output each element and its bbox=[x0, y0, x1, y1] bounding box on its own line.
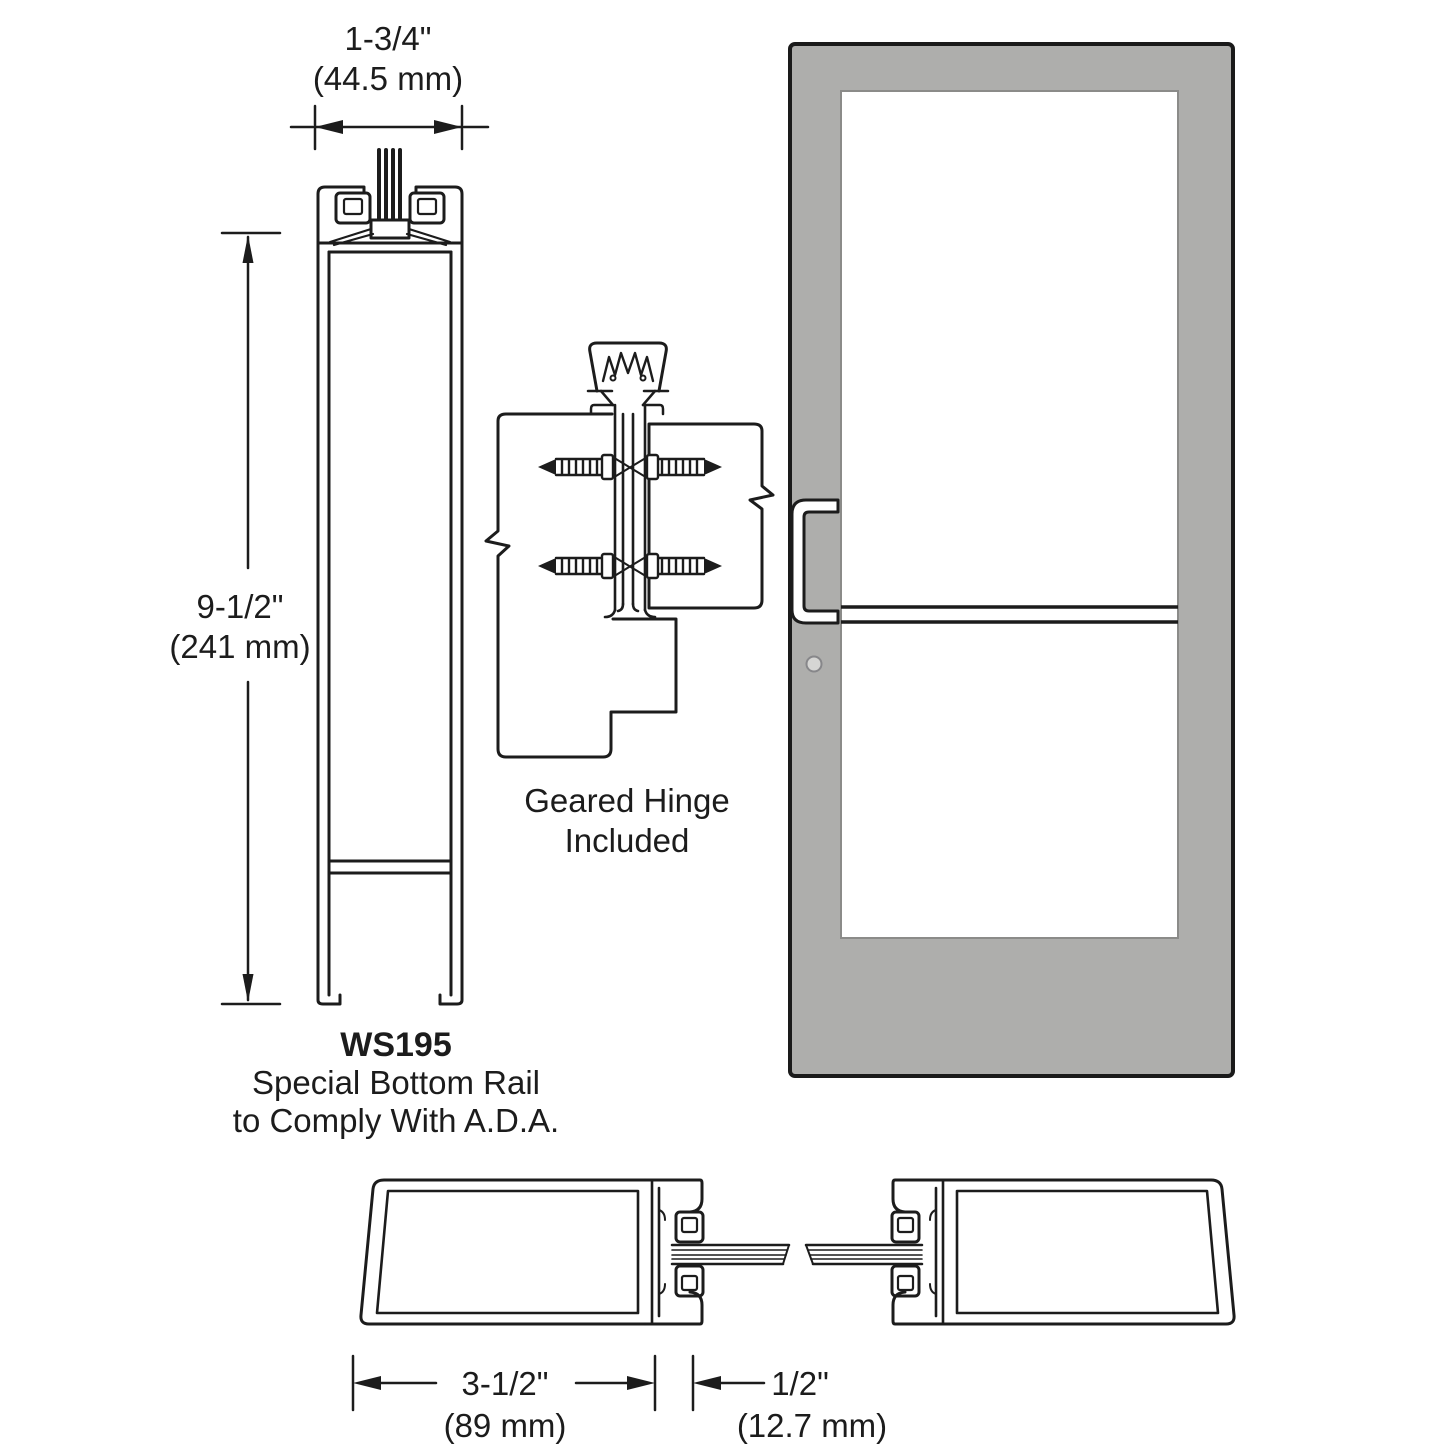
gasket-wedges bbox=[328, 227, 452, 247]
height-dimension bbox=[220, 231, 282, 1006]
hinge-neck bbox=[599, 389, 657, 407]
rail-left-wall bbox=[316, 241, 342, 1006]
rail-height-metric: (241 mm) bbox=[169, 628, 310, 665]
screw-tip bbox=[704, 459, 722, 475]
gasket-block bbox=[674, 1264, 705, 1298]
channel-feet bbox=[603, 602, 657, 619]
arrow-right bbox=[434, 120, 462, 134]
gap-imperial: 1/2" bbox=[771, 1365, 829, 1402]
stile-width-metric: (89 mm) bbox=[444, 1407, 567, 1444]
glass-left-laminations bbox=[671, 1249, 788, 1260]
pocket-left-cap bbox=[316, 185, 366, 245]
door-pull-handle bbox=[790, 498, 840, 625]
hinge-left-leaf bbox=[484, 412, 678, 759]
channel-top-cap bbox=[644, 1178, 704, 1214]
right-stile bbox=[890, 1178, 1236, 1326]
arrow-left bbox=[353, 1376, 381, 1390]
hinge-label-line1: Geared Hinge bbox=[524, 782, 729, 819]
pocket-right-cap bbox=[414, 185, 464, 245]
arrow-right bbox=[627, 1376, 655, 1390]
arrow-left-gap bbox=[693, 1376, 721, 1390]
stile-outer bbox=[947, 1178, 1236, 1326]
wall-hooks bbox=[658, 1209, 666, 1295]
line-art-root bbox=[220, 104, 1236, 1412]
gasket-block bbox=[674, 1210, 705, 1244]
stile-section bbox=[351, 1178, 1236, 1412]
setting-block bbox=[369, 218, 411, 240]
screw-shaft bbox=[554, 457, 606, 477]
hinge-channel bbox=[603, 403, 657, 619]
stile-outer bbox=[359, 1178, 648, 1326]
screw-collar bbox=[645, 453, 660, 481]
rail-body bbox=[316, 241, 464, 1006]
channel-walls bbox=[613, 403, 647, 612]
glazing-clamp-right bbox=[408, 191, 446, 225]
channel-cross-marks bbox=[615, 458, 645, 576]
gap-metric: (12.7 mm) bbox=[737, 1407, 887, 1444]
screw-tip bbox=[704, 558, 722, 574]
glass-right-laminations bbox=[807, 1249, 923, 1260]
gasket-detail bbox=[896, 1274, 915, 1292]
rail-width-metric: (44.5 mm) bbox=[313, 60, 463, 97]
channel-wall bbox=[934, 1179, 945, 1325]
stile-dimensions bbox=[351, 1354, 766, 1412]
gasket-detail bbox=[896, 1216, 915, 1234]
screw-tip bbox=[538, 459, 556, 475]
hinge-right-leaf bbox=[647, 422, 775, 610]
arrow-down bbox=[242, 974, 254, 1002]
screw-collar bbox=[645, 552, 660, 580]
screw-tip bbox=[538, 558, 556, 574]
glazing-clamp-left bbox=[334, 191, 372, 225]
gasket-detail bbox=[680, 1274, 699, 1292]
glazing-pocket bbox=[316, 185, 464, 247]
part-note-line2: to Comply With A.D.A. bbox=[233, 1102, 559, 1139]
clamp-detail bbox=[416, 197, 438, 216]
left-stile bbox=[359, 1178, 705, 1326]
screw-shaft bbox=[654, 556, 706, 576]
lock-cylinder bbox=[805, 655, 823, 673]
gasket-detail bbox=[680, 1216, 699, 1234]
arrow-up bbox=[242, 235, 254, 263]
gear-pin bbox=[639, 374, 647, 382]
stile-inner bbox=[375, 1189, 640, 1315]
gasket-block bbox=[890, 1210, 921, 1244]
glass-break-edge bbox=[782, 1244, 790, 1265]
glass-left-faces bbox=[670, 1243, 791, 1266]
screw-collar bbox=[600, 552, 615, 580]
width-dimension bbox=[289, 104, 490, 151]
screw-shaft bbox=[554, 556, 606, 576]
stile-width-imperial: 3-1/2" bbox=[462, 1365, 549, 1402]
glass-horizontal bbox=[670, 1243, 924, 1266]
stile-inner bbox=[955, 1189, 1220, 1315]
bottom-rail-section bbox=[220, 104, 490, 1006]
channel-bottom-cap bbox=[644, 1290, 704, 1326]
glass-vertical bbox=[377, 148, 402, 230]
gear-pin bbox=[609, 374, 617, 382]
rail-height-imperial: 9-1/2" bbox=[197, 588, 284, 625]
hinge-screws bbox=[538, 453, 722, 580]
hinge-flanges bbox=[589, 403, 665, 416]
glass-right-faces bbox=[804, 1243, 924, 1266]
wall-hooks bbox=[929, 1209, 937, 1295]
clamp-detail bbox=[342, 197, 364, 216]
rail-width-imperial: 1-3/4" bbox=[345, 20, 432, 57]
channel-bottom-cap bbox=[891, 1290, 951, 1326]
hinge-label-line2: Included bbox=[565, 822, 690, 859]
channel-top-cap bbox=[891, 1178, 951, 1214]
door-elevation bbox=[788, 42, 1235, 1078]
gear-teeth bbox=[601, 351, 655, 383]
glass-break-edge bbox=[805, 1244, 814, 1265]
channel-wall bbox=[650, 1179, 661, 1325]
rail-right-wall bbox=[438, 241, 464, 1006]
part-code-label: WS195 bbox=[340, 1026, 452, 1064]
screw-collar bbox=[600, 453, 615, 481]
screw-shaft bbox=[654, 457, 706, 477]
gasket-block bbox=[890, 1264, 921, 1298]
geared-hinge-section bbox=[484, 341, 775, 759]
arrow-left bbox=[315, 120, 343, 134]
part-note-line1: Special Bottom Rail bbox=[252, 1064, 540, 1101]
hinge-cap bbox=[588, 341, 668, 393]
door-glass bbox=[840, 90, 1179, 939]
